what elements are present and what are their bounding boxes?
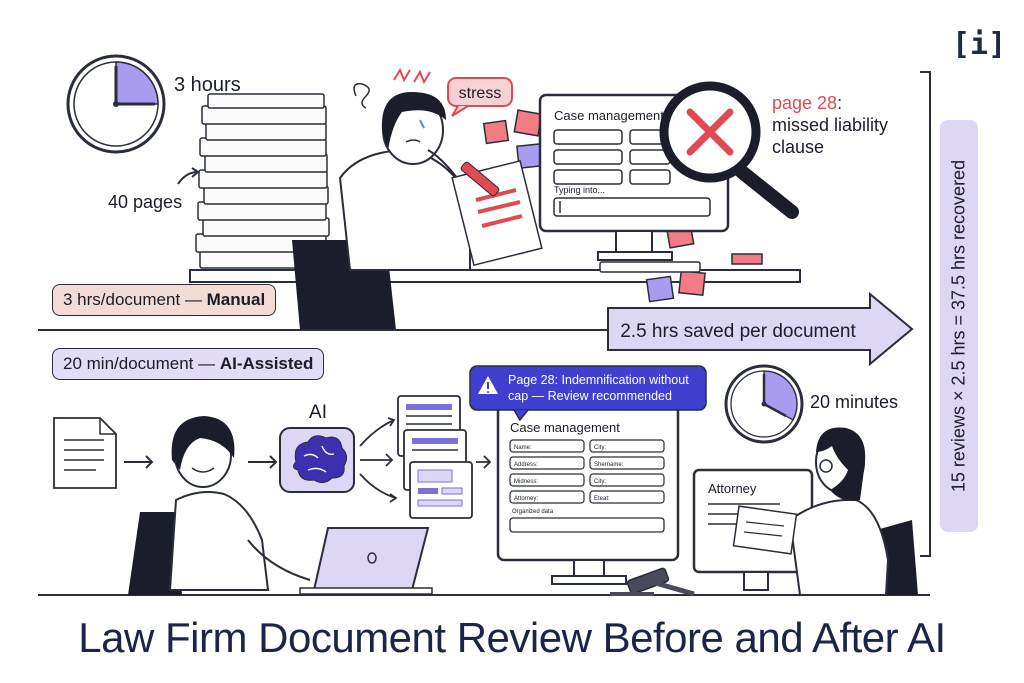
ai-rate-prefix: 20 min/document — [63,354,220,373]
form-field-box [589,473,665,487]
laptop-icon [299,527,433,595]
ai-rate-pill: 20 min/document — AI-Assisted [52,348,325,380]
form-field-box [509,456,585,470]
form-field-box [509,473,585,487]
alert-line-1: Page 28: Indemnification without [508,373,689,387]
attorney-person [732,427,918,596]
ai-time-label: 20 minutes [810,392,898,412]
ai-alert-bubble [469,365,707,422]
form-field-box [589,439,665,453]
form-field-box [589,490,665,504]
saved-arrow [607,291,914,367]
manual-rate-bold: Manual [206,290,266,309]
form-field-label: Attorney: [514,496,538,502]
missed-page: page 28 [772,93,838,113]
stress-bubble [447,77,513,117]
manual-time-label: 3 hours [174,74,241,96]
summary-bracket [920,71,931,557]
ai-rate-bold: AI-Assisted [219,354,314,373]
manual-rate-prefix: 3 hrs/document — [63,290,207,309]
alert-line-2: cap — Review recommended [508,389,672,403]
summary-text: 15 reviews × 2.5 hrs = 37.5 hrs recovere… [948,159,969,493]
form-field-label: Shername: [594,462,624,468]
missed-line-2: clause [772,137,825,157]
page-title: Law Firm Document Review Before and Afte… [78,614,946,661]
form-field-label: City: [594,479,606,485]
form-field-label: Name: [514,445,532,451]
gavel-icon [610,567,695,597]
ai-clock-icon [724,364,804,444]
missed-colon: : [837,93,843,113]
manual-rate-pill: 3 hrs/document — Manual [52,284,277,316]
ai-assisted-worker [128,416,311,595]
missed-clause-note: page 28: missed liability clause [772,92,888,158]
form-field-label: Eteat: [594,496,610,502]
attorney-label: Attorney [708,481,757,496]
summary-pill [940,120,978,532]
form-field-label: City: [594,445,606,451]
marked-document [451,159,543,267]
form-field-box [509,439,585,453]
form-field-label: Midness: [514,479,538,485]
form-field-box [589,456,665,470]
manual-screen-title: Case management [554,108,664,123]
saved-banner: 2.5 hrs saved per document [620,321,856,342]
magnifier-x-icon [659,81,799,219]
ai-label: AI [309,402,327,423]
input-document-icon [53,417,117,489]
ai-screen-title: Case management [510,420,620,435]
manual-clock-icon [66,54,166,154]
stress-label: stress [459,85,502,102]
manual-desk [189,269,801,283]
organized-label: Organized data [512,509,554,515]
pages-label: 40 pages [108,192,182,212]
form-field-label: Address: [514,462,538,468]
output-documents [397,395,473,519]
ai-brain-icon [279,427,355,493]
sticky-notes [482,109,763,303]
missed-line-1: missed liability [772,115,889,135]
typing-label: Typing into... [554,185,605,195]
stressed-worker [292,92,521,330]
form-field-box [509,490,585,504]
